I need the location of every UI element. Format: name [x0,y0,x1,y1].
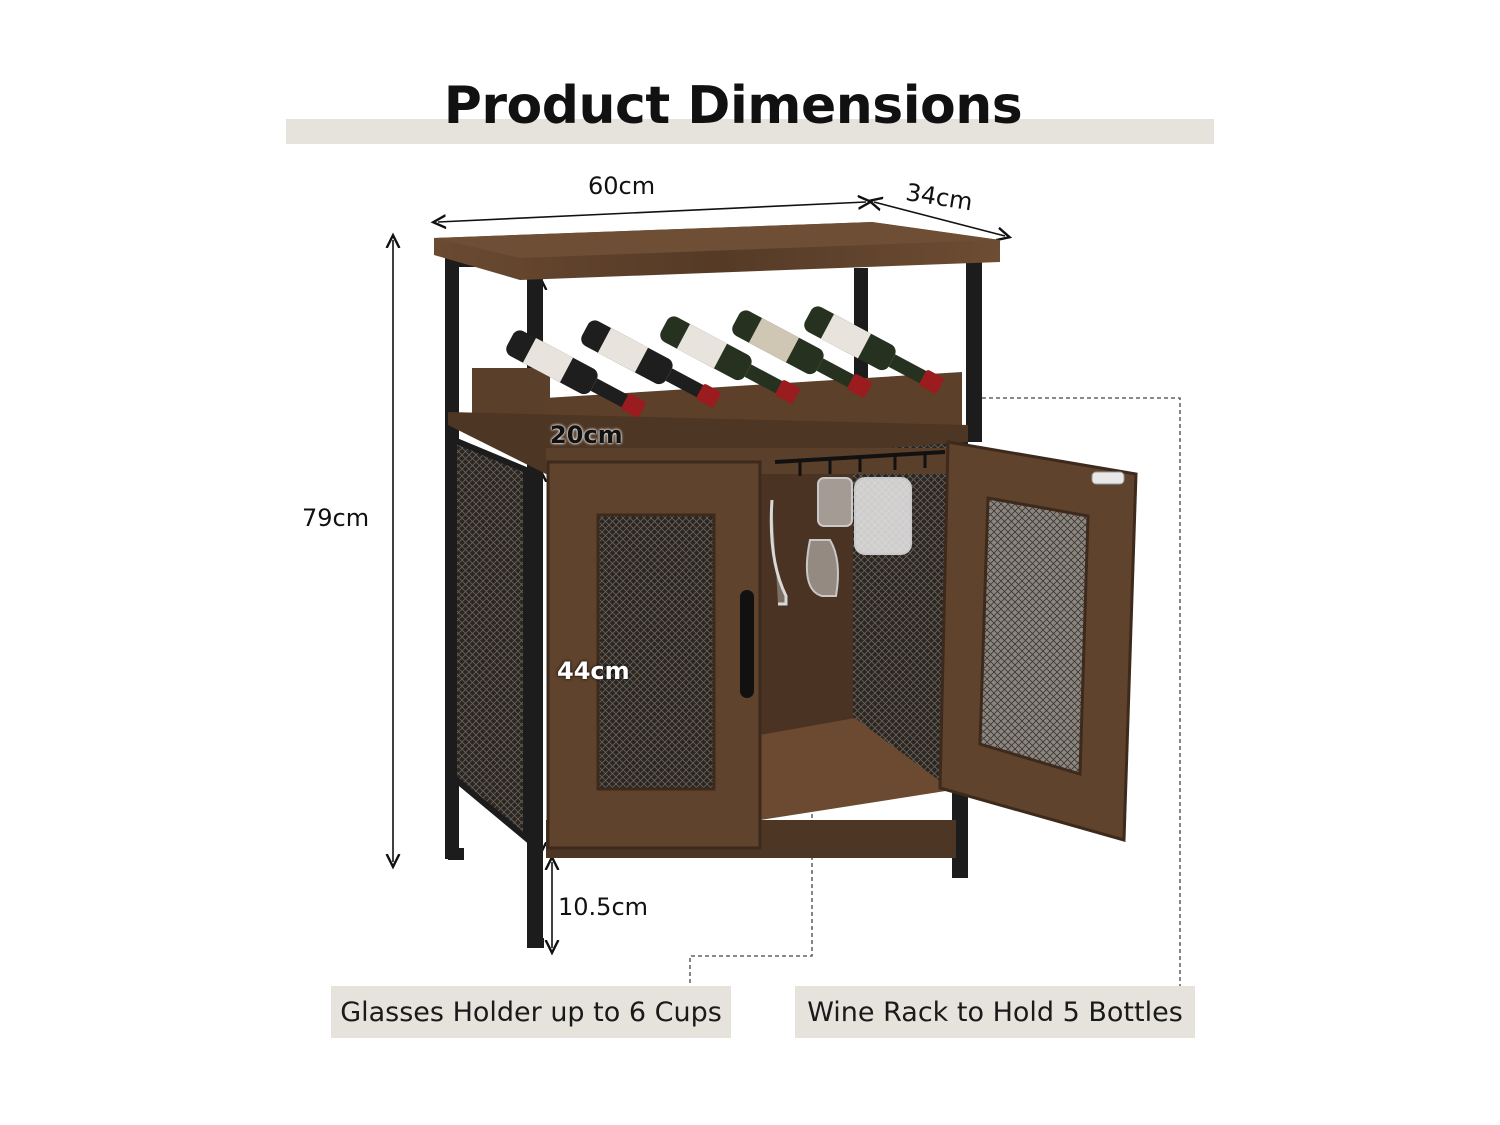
left-door-mesh [596,513,716,791]
door-handle [740,590,754,698]
title-band [286,119,1214,144]
door-magnet [1091,471,1125,485]
leg-height-label: 10.5cm [558,893,649,921]
bottle [804,306,944,394]
shelf-height-label: 20cm [550,421,623,449]
bottle [732,310,872,398]
foot [448,848,464,860]
bottle [506,330,646,418]
side-mesh-panel [451,435,529,845]
top-surface [434,222,1000,258]
width-arrow [438,202,866,222]
page-title: Product Dimensions [443,76,1023,136]
glasses-holder [769,450,946,606]
cabinet-height-label: 44cm [557,657,630,685]
depth-arrow [874,202,1005,236]
wine-glass [854,477,912,555]
wine-rack-callout: Wine Rack to Hold 5 Bottles [795,986,1195,1038]
wine-glass [769,499,788,606]
width-label: 60cm [588,172,656,200]
wine-bottles [506,306,944,418]
right-front-post [966,262,982,442]
height-label: 79cm [302,504,370,532]
bottom-shelf [760,718,952,820]
glasses-holder-callout: Glasses Holder up to 6 Cups [331,986,731,1038]
wine-glass [817,477,853,527]
foot [528,938,544,948]
foot [952,868,968,878]
wine-leader [968,397,1181,990]
bottle [581,320,721,408]
cabinet [434,222,1138,948]
right-door-mesh [978,496,1090,776]
rack-side [472,368,550,416]
bottle [660,316,800,404]
wine-glass [805,539,839,597]
